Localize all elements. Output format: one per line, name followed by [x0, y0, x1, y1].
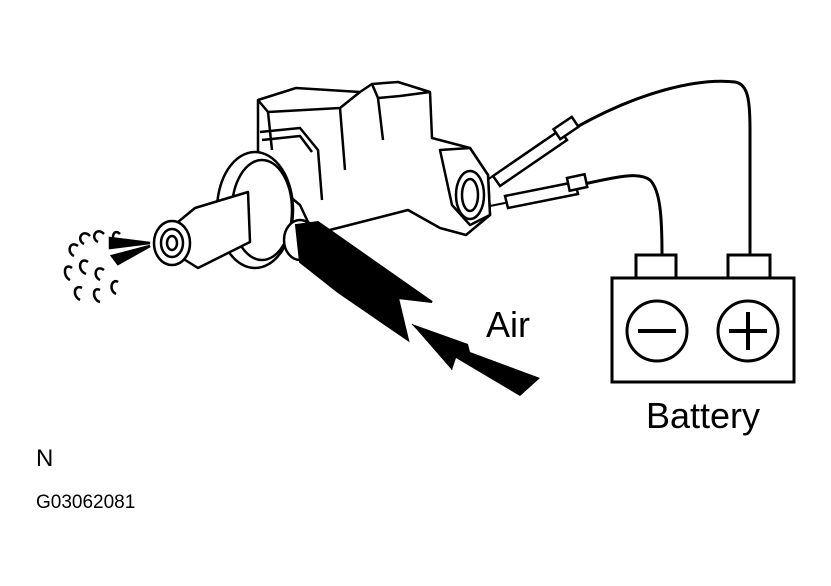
- air-arrow: [411, 323, 540, 396]
- solenoid-valve: [152, 80, 492, 270]
- figure-code: G03062081: [36, 492, 135, 513]
- battery: [610, 253, 796, 384]
- battery-label: Battery: [646, 395, 760, 436]
- wire-negative: [583, 174, 664, 256]
- battery-positive-terminal: [726, 253, 772, 281]
- air-hose: [294, 220, 433, 343]
- battery-negative-terminal: [634, 253, 678, 281]
- probe-negative: [469, 172, 589, 211]
- air-spray: [63, 230, 151, 304]
- view-letter: N: [36, 445, 53, 472]
- air-label: Air: [486, 304, 530, 345]
- probe-positive: [479, 115, 581, 188]
- wire-positive: [567, 79, 752, 255]
